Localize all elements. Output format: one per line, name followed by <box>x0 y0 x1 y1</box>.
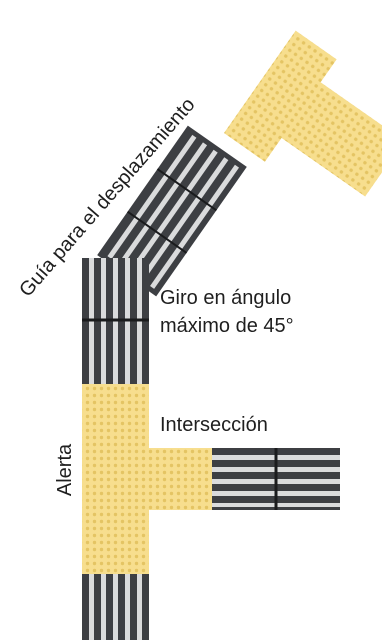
horizontal-guide-strip <box>212 448 340 510</box>
top-alert-tile <box>223 30 382 197</box>
diagonal-guide-bars <box>107 134 240 289</box>
intersection-alert-tile <box>82 384 212 574</box>
bottom-guide-strip <box>82 574 149 640</box>
label-alert: Alerta <box>54 443 76 496</box>
vertical-guide-strip <box>82 258 149 384</box>
label-turn-line2: máximo de 45° <box>160 315 294 337</box>
diagonal-guide-strip <box>97 125 247 297</box>
label-intersection: Intersección <box>160 414 268 436</box>
label-turn-line1: Giro en ángulo <box>160 287 291 309</box>
